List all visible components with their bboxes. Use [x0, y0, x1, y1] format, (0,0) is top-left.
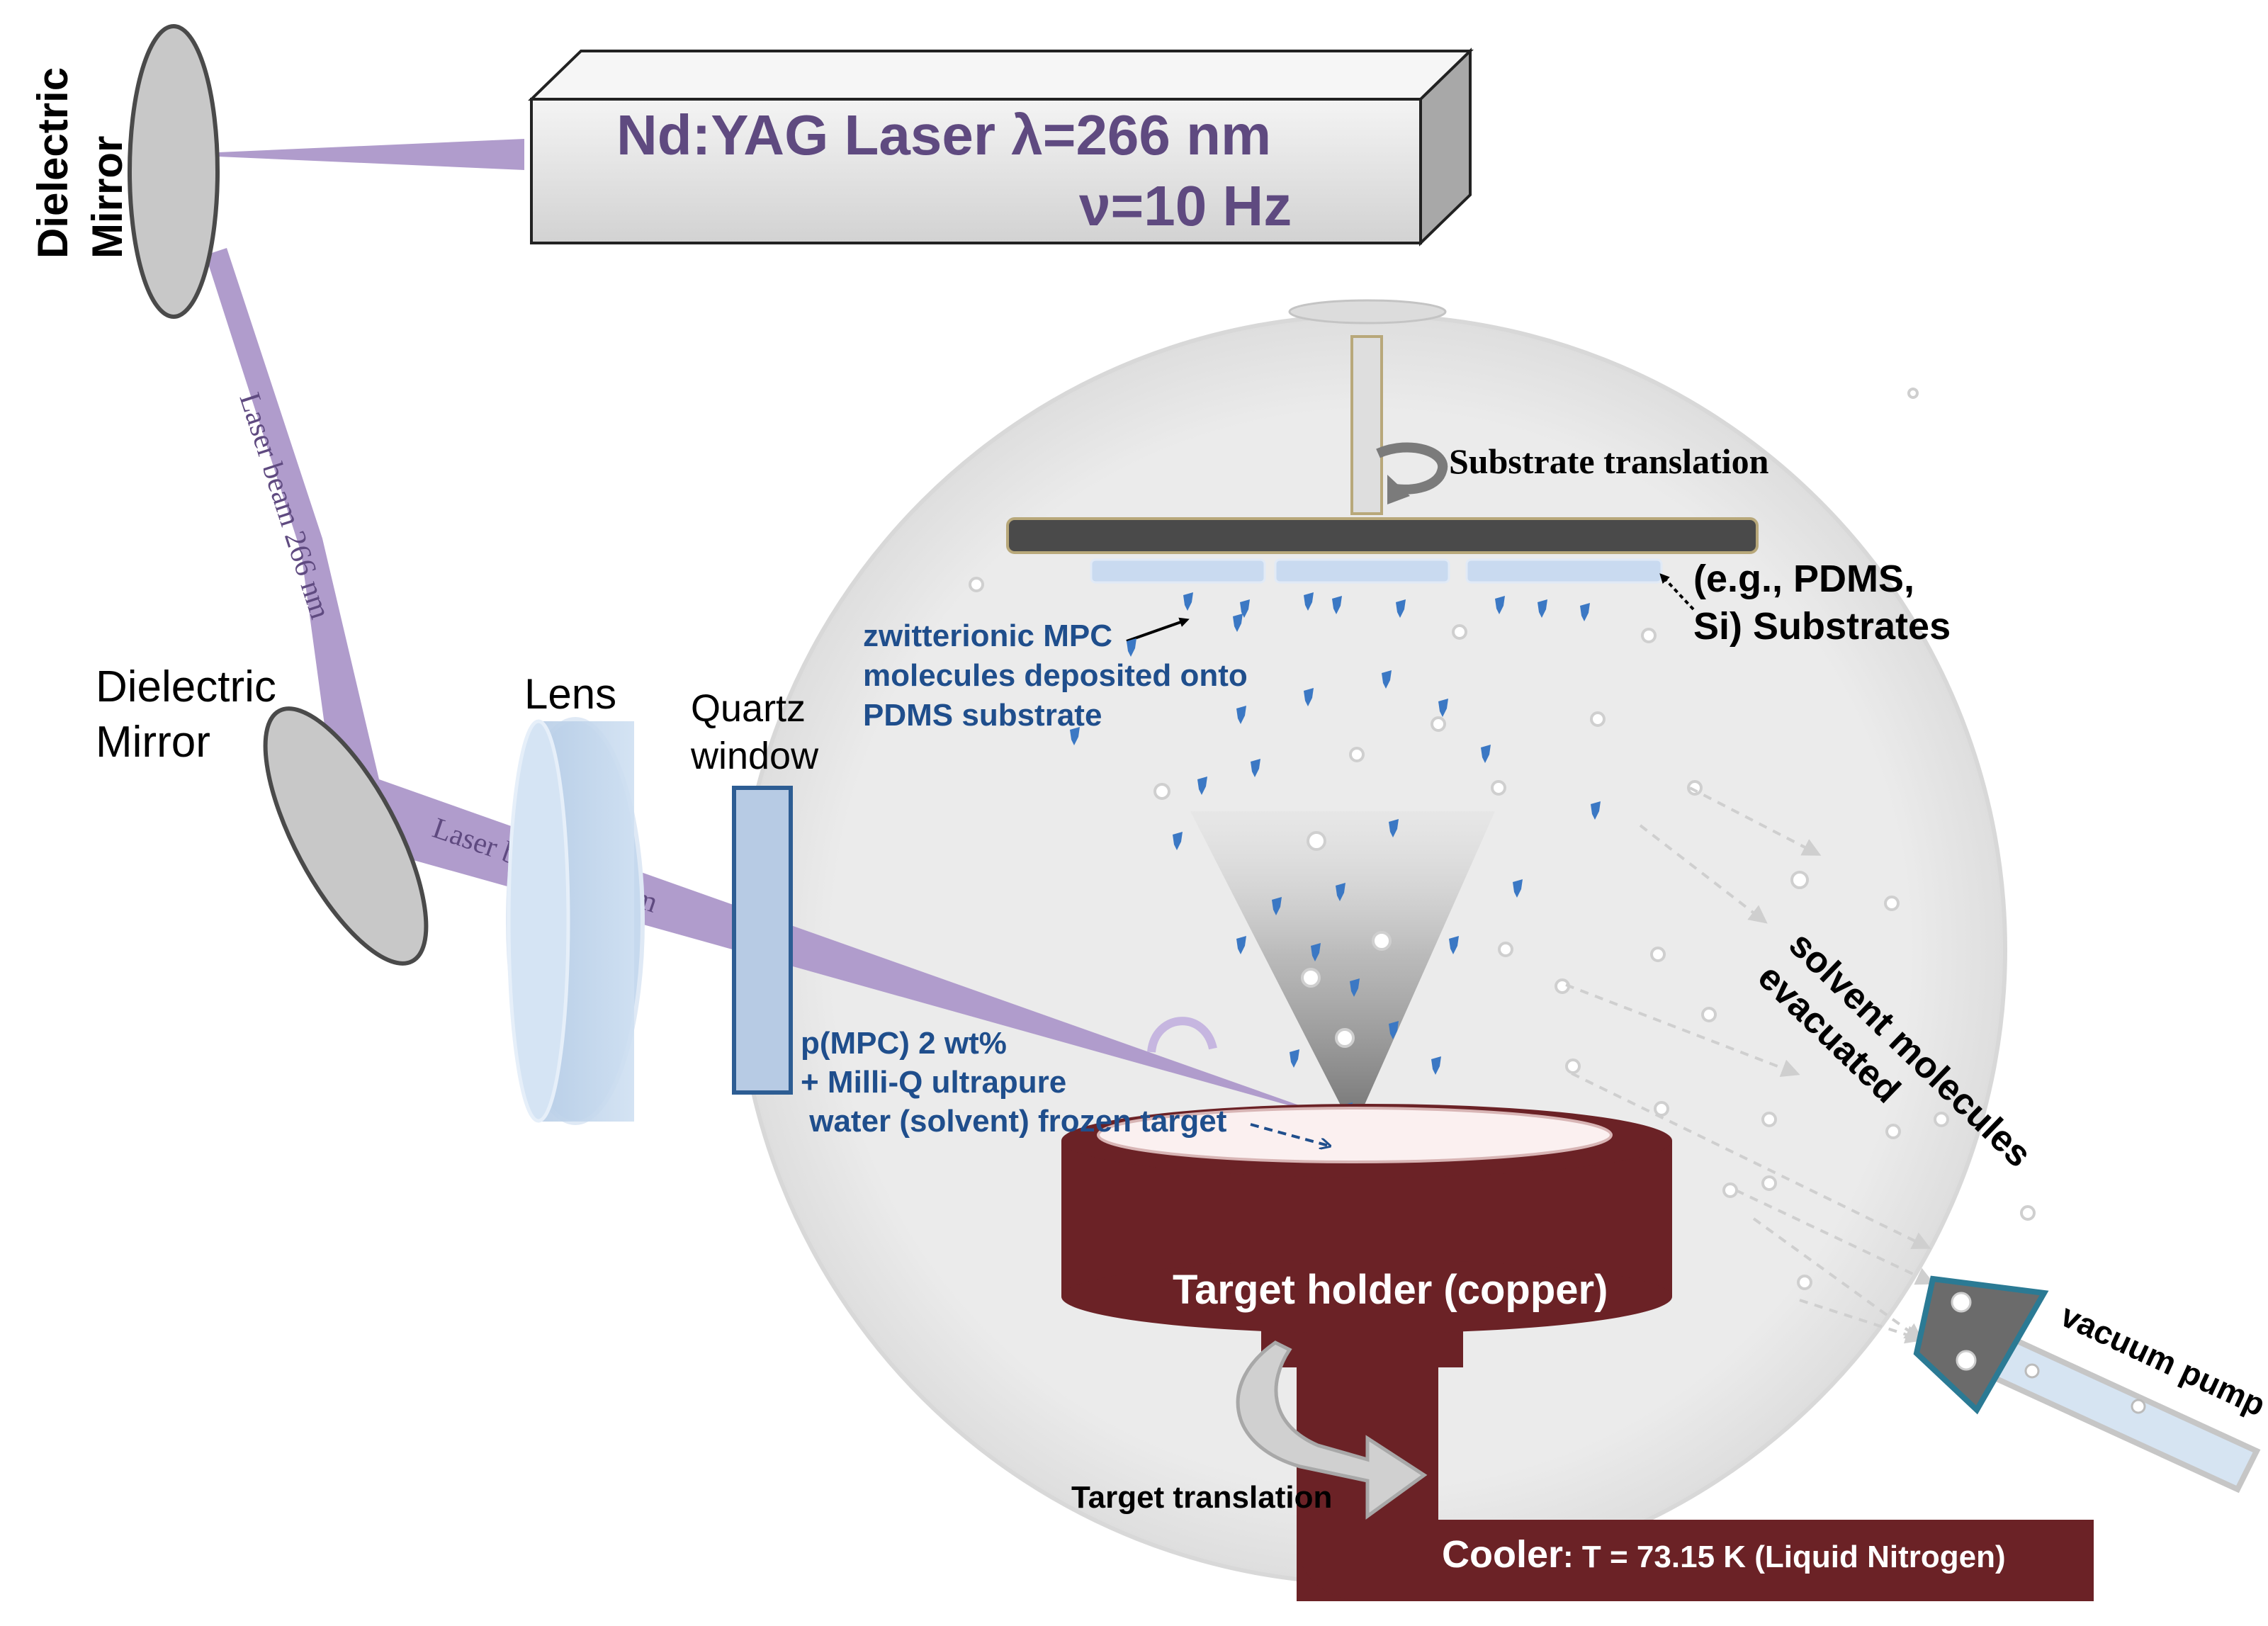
substrate-translation-label: Substrate translation: [1449, 441, 1769, 481]
substrate-3: [1465, 558, 1663, 584]
deposition-label-3: PDMS substrate: [863, 698, 1102, 733]
substrate-rotation-arrow: [1376, 442, 1448, 495]
deposition-label-2: molecules deposited onto: [863, 658, 1248, 693]
deposition-pointer: [1126, 617, 1190, 643]
substrate-shaft: [1350, 335, 1383, 515]
target-label-2: + Milli-Q ultrapure: [801, 1065, 1066, 1100]
substrate-examples-2: Si) Substrates: [1693, 605, 1951, 648]
shaft-flange: [1288, 299, 1447, 324]
substrate-holder-plate: [1006, 517, 1759, 554]
lens-label: Lens: [524, 670, 616, 718]
target-holder: [1061, 1104, 1672, 1333]
target-holder-label: Target holder (copper): [1173, 1267, 1608, 1313]
laser-box: [528, 47, 1474, 247]
target-label-1: p(MPC) 2 wt%: [801, 1026, 1007, 1061]
substrate-examples-1: (e.g., PDMS,: [1693, 558, 1914, 600]
mirror-top-label-1: Dielectric: [29, 67, 77, 259]
substrate-2: [1274, 558, 1450, 584]
laser-frequency: ν=10 Hz: [1079, 174, 1292, 237]
dielectric-mirror-top: [128, 24, 220, 319]
pump-head: [1913, 1275, 2049, 1415]
dielectric-mirror-left: [263, 706, 429, 966]
laser-title: Nd:YAG Laser λ=266 nm: [616, 103, 1271, 166]
solvent-molecules: [969, 388, 2036, 1290]
quartz-label-2: window: [690, 735, 819, 777]
beam-horizontal-segment: [170, 139, 524, 170]
deposition-label-1: zwitterionic MPC: [863, 619, 1112, 653]
quartz-window: [732, 786, 793, 1095]
target-rotation-arrow: [1236, 1340, 1428, 1520]
mirror-top-label-2: Mirror: [84, 136, 131, 259]
evacuation-arrows: [1565, 786, 1935, 1344]
substrate-1: [1090, 558, 1266, 584]
cooler-label: Cooler: T = 73.15 K (Liquid Nitrogen): [1442, 1533, 2006, 1576]
ablation-arc: [1147, 1017, 1217, 1053]
quartz-label-1: Quartz: [691, 687, 806, 730]
frozen-target: [1097, 1107, 1613, 1163]
lens: [506, 717, 645, 1125]
beam-diagonal-segment: [205, 248, 379, 840]
target-translation-label: Target translation: [1071, 1480, 1332, 1515]
target-label-3: water (solvent) frozen target: [801, 1104, 1227, 1139]
mirror-left-label-1: Dielectric: [96, 662, 276, 711]
cooler-bar: [1297, 1520, 2094, 1601]
ablation-plume: [1190, 811, 1495, 1130]
mirror-left-label-2: Mirror: [96, 718, 210, 767]
